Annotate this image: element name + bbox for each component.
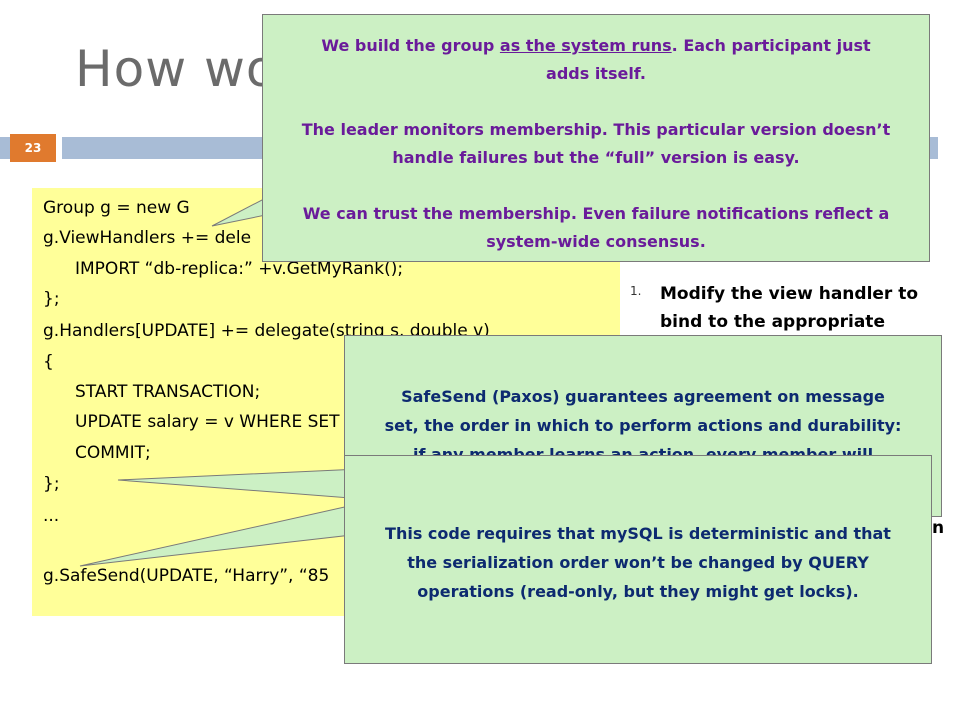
callout-text: We build the group as the system runs. E… (273, 31, 919, 60)
bullet-number: 1. (630, 284, 642, 298)
callout-text-part: . Each participant just (671, 36, 871, 55)
callout-text: adds itself. (546, 64, 646, 83)
bullet-line: Modify the view handler to (660, 284, 919, 304)
page-number-badge: 23 (10, 134, 56, 162)
callout-text: system-wide consensus. (486, 232, 706, 251)
code-line: START TRANSACTION; (75, 382, 261, 402)
header-rule-left (0, 137, 10, 159)
callout-group-membership: We build the group as the system runs. E… (262, 14, 930, 262)
code-line: ... (43, 506, 60, 526)
callout-text: SafeSend (Paxos) guarantees agreement on… (401, 387, 885, 406)
slide-title: How wo (75, 40, 278, 98)
code-line: Group g = new G (43, 198, 190, 218)
code-line: }; (43, 289, 60, 309)
callout-text: operations (read-only, but they might ge… (417, 582, 859, 601)
callout-determinism: This code requires that mySQL is determi… (344, 455, 932, 664)
callout-text: handle failures but the “full” version i… (392, 148, 800, 167)
bullet-line: bind to the appropriate (660, 312, 885, 332)
callout-text: The leader monitors membership. This par… (301, 120, 891, 139)
code-line: g.ViewHandlers += dele (43, 228, 252, 248)
code-line: COMMIT; (75, 443, 151, 463)
code-line: { (43, 352, 54, 372)
callout-text: We can trust the membership. Even failur… (302, 204, 890, 223)
code-line: g.SafeSend(UPDATE, “Harry”, “85 (43, 566, 330, 586)
callout-text-part: We build the group (321, 36, 500, 55)
callout-text-underlined: as the system runs (499, 36, 672, 55)
callout-text: This code requires that mySQL is determi… (385, 524, 891, 543)
code-line: }; (43, 474, 60, 494)
code-line: UPDATE salary = v WHERE SET (75, 412, 340, 432)
code-line: IMPORT “db-replica:” +v.GetMyRank(); (75, 259, 404, 279)
callout-text: the serialization order won’t be changed… (407, 553, 869, 572)
bullet-fragment: n (932, 518, 945, 538)
callout-text: set, the order in which to perform actio… (384, 416, 902, 435)
